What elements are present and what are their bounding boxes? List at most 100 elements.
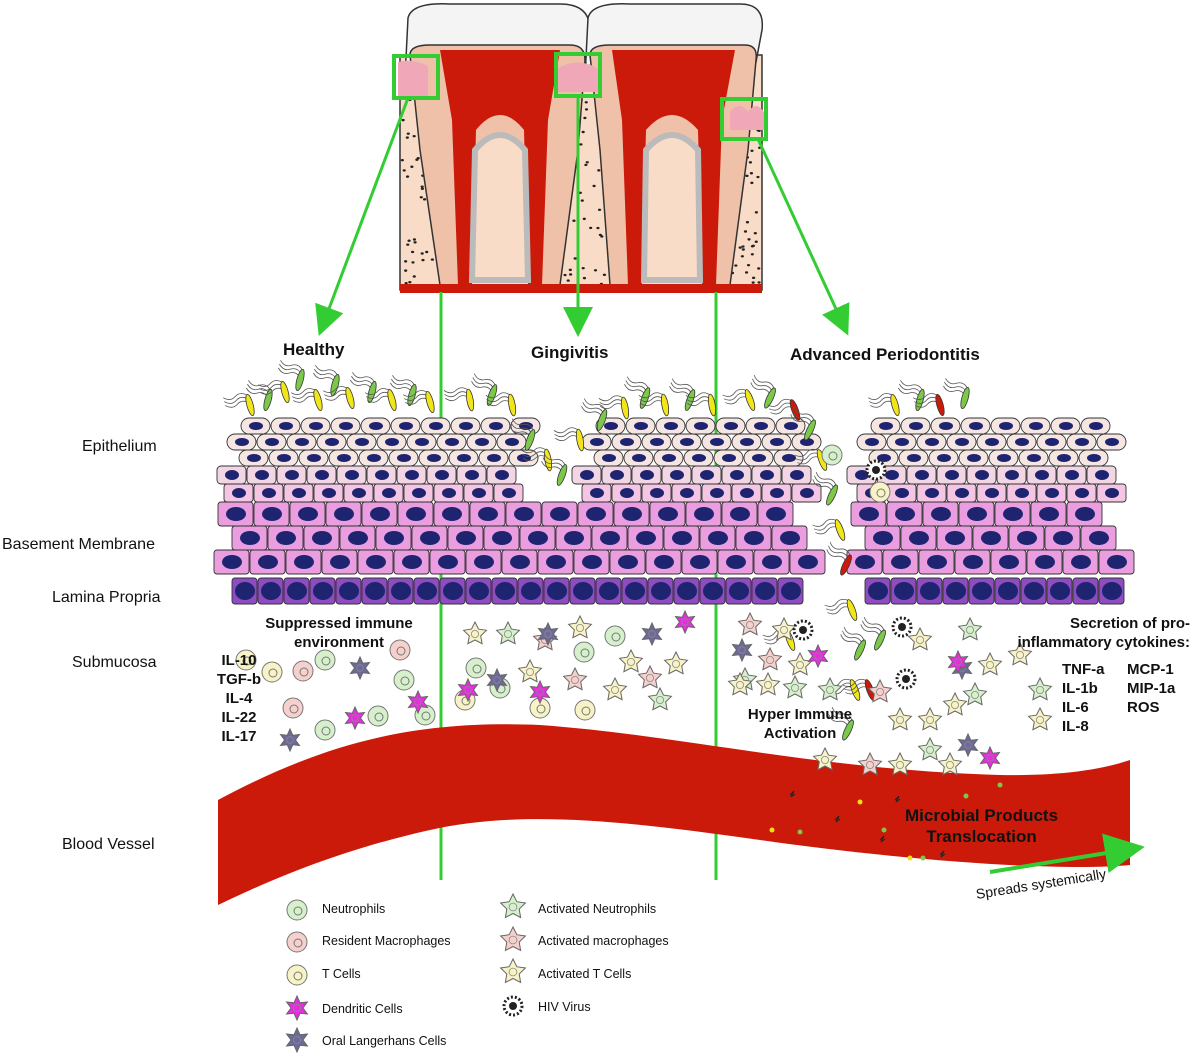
- cell-nucleus: [385, 438, 399, 446]
- cell-nucleus: [909, 531, 929, 545]
- bacterium-body: [313, 388, 323, 412]
- bacterium: [541, 453, 568, 486]
- cell-nucleus: [636, 531, 656, 545]
- bone-dot: [402, 169, 406, 172]
- bacterium: [824, 598, 858, 621]
- flagellum: [472, 377, 495, 390]
- cell-nucleus: [352, 488, 366, 498]
- cell-nucleus: [915, 470, 929, 480]
- cell-nucleus: [755, 582, 775, 600]
- dendritic-cell-nucleus: [814, 652, 822, 660]
- flagellum: [471, 380, 494, 394]
- flagellum: [752, 378, 773, 393]
- pro-cytokine: IL-6: [1062, 699, 1089, 716]
- cell-nucleus: [955, 488, 969, 498]
- activated-cell-nucleus: [971, 691, 980, 700]
- flagellum: [352, 372, 375, 383]
- flagellum: [222, 393, 248, 400]
- activated-cell: [637, 664, 663, 689]
- cell-nucleus: [510, 555, 530, 569]
- flagellum: [324, 389, 349, 397]
- legend-resident-macrophages: Resident Macrophages: [322, 934, 451, 948]
- flagellum: [686, 396, 712, 403]
- flagellum: [640, 400, 665, 407]
- cell-nucleus: [654, 555, 674, 569]
- flagellum: [259, 383, 284, 391]
- bone-dot: [757, 267, 761, 270]
- cell-nucleus: [1050, 582, 1070, 600]
- bacterium-body: [890, 393, 900, 417]
- legend-icons: [285, 892, 527, 1054]
- hiv-virus-core: [872, 466, 880, 474]
- bone-dot: [738, 246, 742, 249]
- legend-dendritic-icon-nucleus: [292, 1004, 301, 1013]
- activated-cell: [462, 620, 488, 645]
- flagellum: [843, 682, 869, 691]
- legend-activated-neutrophil-icon-nucleus: [508, 902, 518, 912]
- cell-nucleus: [222, 555, 242, 569]
- cell-nucleus: [967, 454, 981, 462]
- activated-cell: [517, 658, 543, 683]
- resting-cell-nucleus: [828, 451, 838, 461]
- cell-nucleus: [232, 488, 246, 498]
- bone-dot: [754, 240, 758, 243]
- cell-nucleus: [760, 470, 774, 480]
- bacterium-body: [263, 388, 273, 412]
- cell-nucleus: [1035, 555, 1055, 569]
- cell-nucleus: [703, 582, 723, 600]
- cell-nucleus: [445, 438, 459, 446]
- flagellum: [405, 397, 430, 405]
- bone-dot: [406, 243, 410, 246]
- bacterium-body: [407, 383, 417, 407]
- bacterium-body: [854, 639, 866, 661]
- flagellum: [845, 686, 870, 695]
- cell-nucleus: [298, 507, 318, 521]
- healthy-cytokine: TGF-b: [216, 671, 262, 688]
- bacterium: [750, 375, 776, 409]
- bone-dot: [404, 269, 408, 272]
- flagellum: [224, 396, 249, 404]
- flagellum: [797, 456, 822, 465]
- cell-nucleus: [782, 454, 796, 462]
- bone-dot: [740, 255, 744, 258]
- bone-dot: [756, 175, 760, 179]
- cell-nucleus: [939, 422, 953, 430]
- cell-nucleus: [690, 555, 710, 569]
- cell-nucleus: [427, 454, 441, 462]
- flagellum: [541, 460, 564, 474]
- activated-cell: [1027, 676, 1053, 701]
- cell-nucleus: [415, 438, 429, 446]
- microbial-fragment: [939, 850, 946, 858]
- resting-cell-nucleus: [321, 656, 331, 666]
- bone-dot: [596, 226, 600, 230]
- healthy-cytokine: IL-10: [221, 652, 257, 669]
- flagellum: [840, 634, 862, 649]
- activated-cell: [618, 648, 644, 673]
- healthy-cytokine: IL-17: [221, 728, 257, 745]
- cell-nucleus: [620, 488, 634, 498]
- bone-dot: [754, 211, 758, 214]
- legend-activated-tcell-icon: [499, 957, 527, 984]
- cell-nucleus: [265, 438, 279, 446]
- bone-dot: [421, 258, 425, 262]
- cell-nucleus: [487, 454, 501, 462]
- cell-nucleus: [694, 507, 714, 521]
- bacterium-body: [367, 380, 377, 404]
- cell-nucleus: [366, 555, 386, 569]
- flagellum: [824, 598, 849, 607]
- cell-nucleus: [599, 582, 619, 600]
- cell-nucleus: [294, 555, 314, 569]
- activated-cell-nucleus: [966, 626, 975, 635]
- flagellum: [639, 396, 665, 403]
- cell-nucleus: [1045, 488, 1059, 498]
- cell-nucleus: [1015, 488, 1029, 498]
- cell-nucleus: [604, 422, 618, 430]
- activated-cell-nucleus: [766, 656, 775, 665]
- microbial-particle: [907, 855, 913, 861]
- resting-cell: [573, 641, 595, 663]
- cell-nucleus: [262, 488, 276, 498]
- cell-nucleus: [800, 438, 814, 446]
- activated-cell: [977, 651, 1003, 676]
- cell-nucleus: [472, 488, 486, 498]
- gum-receded: [730, 106, 764, 130]
